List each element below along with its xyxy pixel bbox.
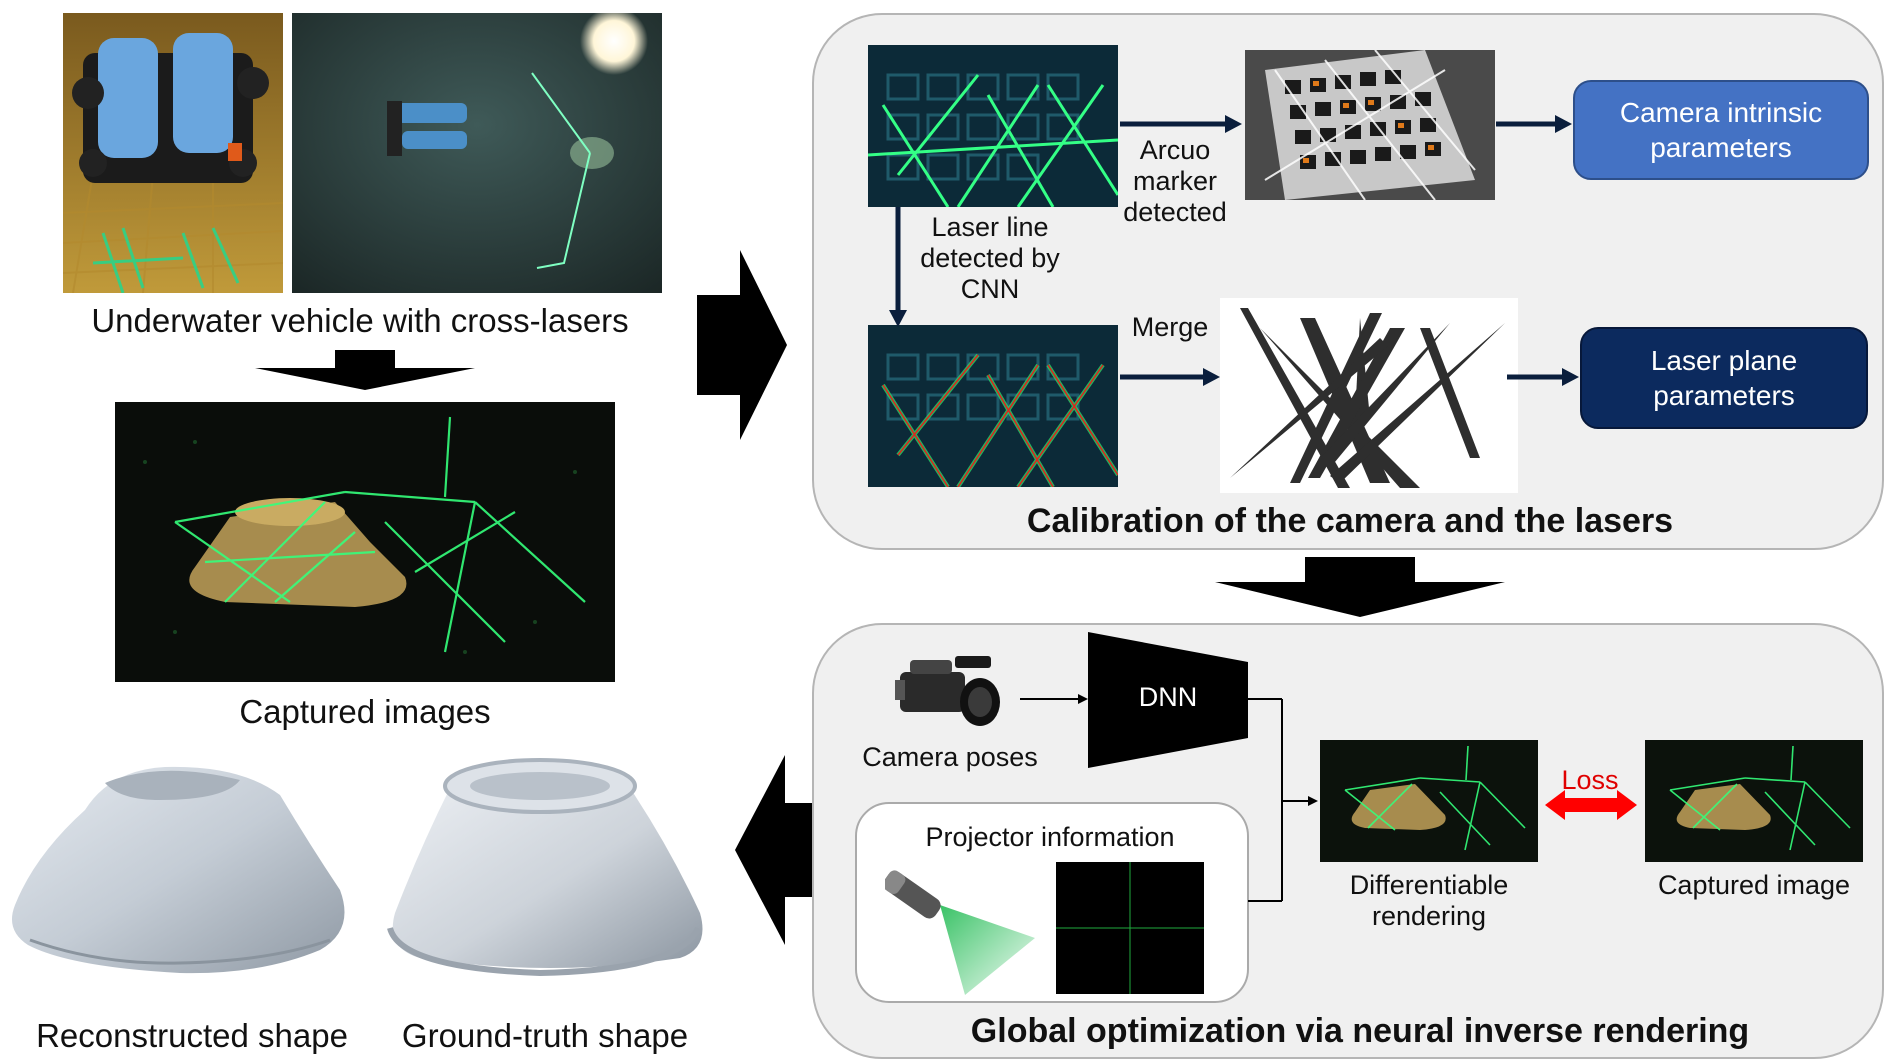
flashlight-icon: [885, 870, 1035, 995]
ground-truth-caption: Ground-truth shape: [401, 1017, 689, 1054]
down-arrow-panels: [1215, 557, 1505, 617]
arcuo-label: Arcuo marker detected: [1123, 135, 1227, 228]
calibration-title: Calibration of the camera and the lasers: [1026, 502, 1674, 540]
captured-images-photo: [115, 402, 615, 682]
reconstructed-shape: [11, 766, 345, 974]
loss-arrow: [1545, 790, 1637, 820]
captured-image-right: [1645, 740, 1863, 862]
differentiable-label: Differentiable rendering: [1349, 870, 1509, 932]
camera-intrinsic-box: Camera intrinsic parameters: [1573, 80, 1869, 180]
projector-info-label: Projector information: [925, 822, 1175, 852]
laser-planes-image: [1220, 298, 1518, 493]
optimization-connectors: [1020, 694, 1318, 902]
calibration-connectors: [889, 115, 1579, 386]
global-title: Global optimization via neural inverse r…: [970, 1012, 1750, 1050]
laser-plane-box: Laser plane parameters: [1580, 327, 1868, 429]
loss-label: Loss: [1561, 765, 1619, 795]
captured-image-label: Captured image: [1657, 870, 1851, 900]
merge-label: Merge: [1131, 312, 1209, 342]
down-arrow-left-top: [255, 350, 475, 390]
camera-intrinsic-label: Camera intrinsic parameters: [1619, 97, 1823, 163]
vehicle-caption: Underwater vehicle with cross-lasers: [91, 302, 629, 339]
laser-cnn-image: [868, 45, 1118, 207]
dnn-block: [1088, 632, 1248, 768]
camera-poses-label: Camera poses: [862, 742, 1038, 772]
reconstructed-caption: Reconstructed shape: [36, 1017, 348, 1054]
left-arrow-main: [735, 755, 827, 945]
differentiable-rendering-image: [1320, 740, 1538, 862]
ground-truth-shape: [387, 758, 703, 977]
laser-detected-label: Laser line detected by CNN: [920, 212, 1060, 305]
projector-pattern: [1056, 862, 1204, 994]
vehicle-photo-dry: [63, 13, 283, 293]
laser-merged-image: [868, 325, 1118, 487]
arcuo-marker-image: [1245, 50, 1495, 200]
camera-icon: [895, 656, 1000, 726]
vehicle-photo-underwater: [292, 13, 662, 293]
captured-images-caption: Captured images: [239, 693, 491, 730]
laser-plane-label: Laser plane parameters: [1650, 345, 1798, 411]
right-arrow-main: [697, 250, 787, 440]
dnn-label: DNN: [1138, 682, 1198, 712]
